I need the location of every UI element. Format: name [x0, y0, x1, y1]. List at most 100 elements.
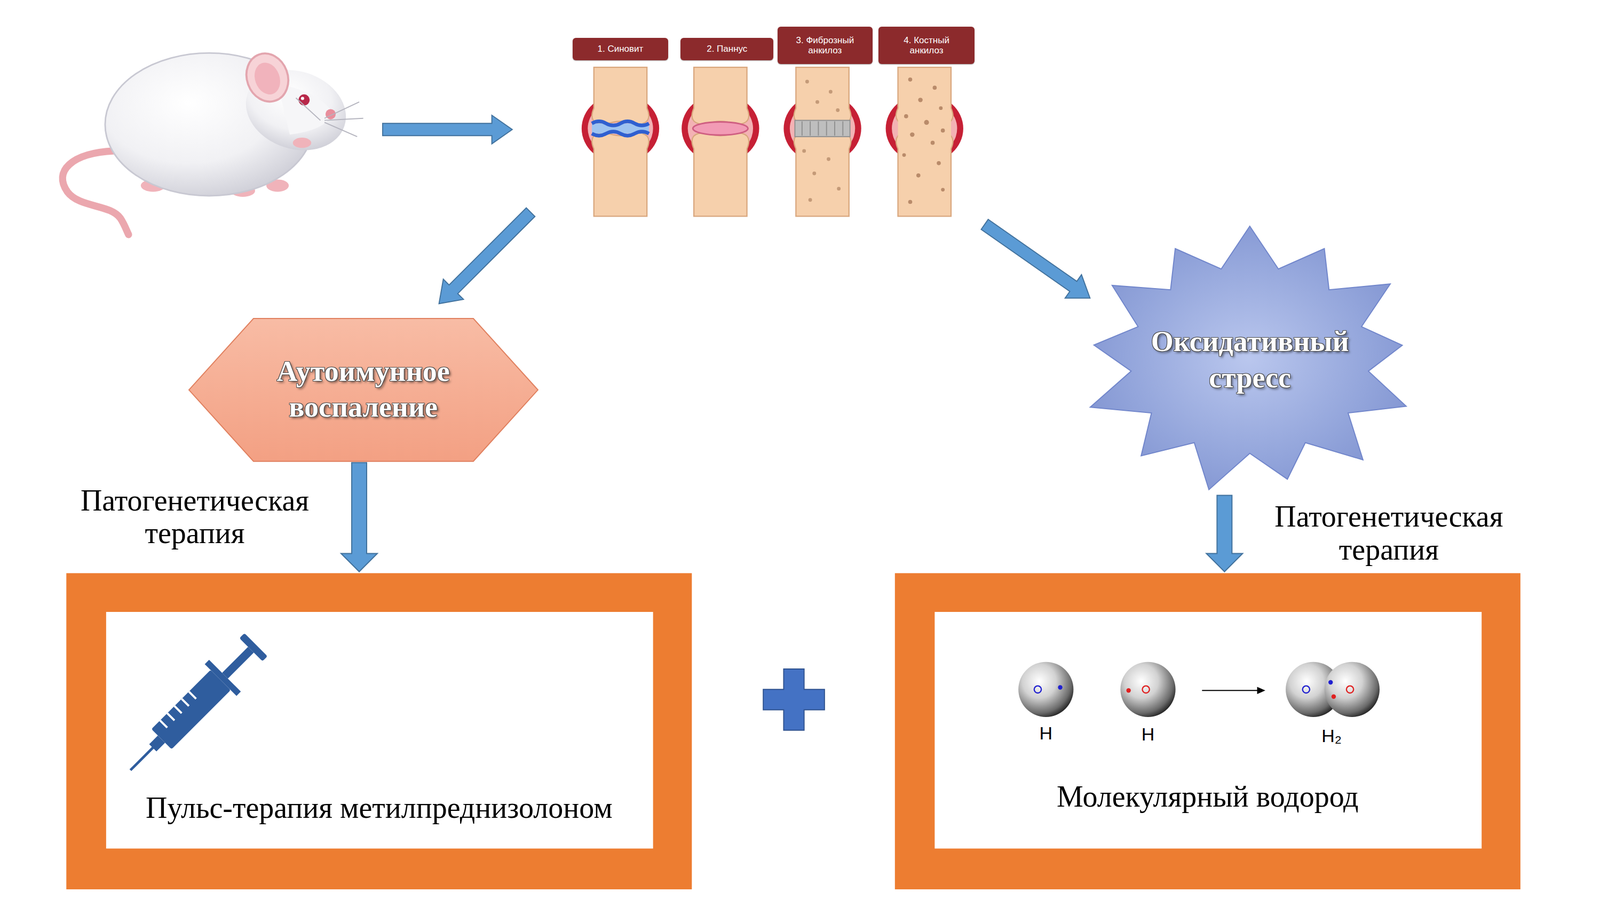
rat-illustration: [239, 47, 295, 108]
flow-arrow: [429, 202, 542, 315]
flow-arrow: [976, 212, 1099, 311]
therapy-frame: [106, 612, 654, 850]
stage-tag: 4. Костный анкилоз: [878, 26, 975, 65]
joint-illustration: [940, 128, 946, 133]
joint-illustration: [812, 171, 817, 176]
joint-illustration: [938, 106, 943, 110]
flow-arrow: [382, 115, 1099, 314]
node-text: Пульс-терапия метилпреднизолоном: [145, 790, 613, 826]
block-arrow: [341, 462, 378, 572]
joint-illustration: [681, 67, 759, 217]
rat-illustration: [324, 101, 360, 119]
joint-illustration: [898, 109, 952, 147]
star-burst: Оксидативный стресс: [1079, 226, 1421, 494]
joint-illustration: [826, 157, 831, 162]
joint-illustration: [836, 186, 841, 191]
therapy-box: Молекулярный водород: [894, 573, 1521, 891]
joint-illustration: [808, 197, 813, 202]
joint-illustration: [902, 77, 946, 204]
joint-illustration: [904, 114, 909, 119]
joint-illustration: [591, 67, 649, 125]
hexagon-outline: [188, 318, 538, 462]
joint-illustration: [692, 132, 750, 217]
joint-illustration: [908, 200, 913, 205]
atom-label: H₂: [1321, 726, 1342, 747]
hexagon-outline: [188, 318, 538, 462]
hydrogen-atoms: [1126, 688, 1131, 693]
joint-illustration: [815, 100, 820, 105]
joint-illustration: [835, 108, 840, 113]
hydrogen-atoms: [1201, 690, 1258, 692]
hydrogen-atoms: [1018, 662, 1074, 718]
node-text: Оксидативный стресс: [1132, 323, 1368, 396]
joint-illustration: [802, 79, 841, 202]
hydrogen-atoms: [1034, 686, 1042, 694]
node-text: 3. Фиброзный анкилоз: [787, 35, 863, 57]
hydrogen-atoms: [1328, 680, 1333, 685]
joint-illustration: [794, 132, 852, 217]
atom-label-text: H₂: [1321, 726, 1342, 747]
therapy-box: Пульс-терапия метилпреднизолоном: [66, 573, 692, 891]
edge-label: Патогенетическая терапия: [56, 484, 334, 551]
syringe-icon: [222, 647, 254, 679]
joint-illustration: [909, 132, 915, 137]
edge-label-text: Патогенетическая терапия: [56, 484, 334, 551]
hydrogen-atoms: [1346, 686, 1354, 694]
stage-tag: 1. Синовит: [572, 37, 669, 61]
syringe-icon: [151, 670, 232, 750]
therapy-frame: [66, 573, 692, 890]
atom-label: H: [1141, 724, 1155, 745]
hydrogen-atoms: [1257, 687, 1266, 695]
syringe-icon: [160, 691, 197, 728]
joint-illustration: [917, 97, 923, 102]
joint-illustration: [802, 121, 843, 136]
star-outline: [1090, 226, 1407, 490]
stage-tag: 3. Фиброзный анкилоз: [777, 26, 873, 65]
joint-illustration: [923, 120, 929, 125]
joint-illustration: [828, 90, 833, 94]
stage-tag: 2. Паннус: [680, 37, 774, 61]
rat-illustration: [324, 118, 364, 121]
joint-illustration: [940, 187, 945, 192]
syringe-icon: [239, 633, 268, 662]
edge-label: Патогенетическая терапия: [1249, 500, 1528, 567]
joint-illustration: [783, 67, 861, 217]
joint-illustration: [930, 140, 936, 146]
therapy-frame: [66, 573, 1521, 890]
plus-sign: [763, 669, 825, 731]
joint-illustration: [902, 153, 907, 157]
joint-illustration: [802, 148, 806, 153]
joint-illustration: [581, 67, 660, 217]
node-text: Молекулярный водород: [1056, 779, 1359, 814]
therapy-frame: [894, 573, 1521, 890]
joint-illustration: [908, 77, 913, 82]
joint-illustration: [936, 161, 941, 166]
flow-arrow: [429, 202, 542, 315]
star-outline: [1079, 226, 1421, 494]
joint-illustration: [794, 120, 850, 138]
hexagon-box: Аутоимунное воспаление: [188, 318, 538, 462]
joint-illustration: [692, 67, 750, 125]
joint-illustration: [692, 121, 748, 136]
joint-illustration: [591, 121, 649, 126]
hydrogen-atoms: [1142, 686, 1150, 694]
joint-illustration: [794, 67, 852, 125]
joint-illustration: [932, 85, 938, 91]
rat-illustration: [298, 94, 310, 106]
rat-illustration: [295, 98, 321, 121]
hydrogen-atoms: [1057, 685, 1063, 690]
joint-illustration: [591, 131, 649, 137]
hydrogen-atoms: [1302, 686, 1310, 694]
rat-illustration: [62, 151, 129, 235]
joint-illustration: [591, 132, 649, 217]
hydrogen-atoms: [1331, 694, 1336, 699]
node-text: 1. Синовит: [597, 43, 644, 55]
atom-label-text: H: [1141, 724, 1155, 745]
rat-illustration: [295, 98, 363, 138]
syringe-icon: [114, 629, 273, 787]
flow-arrow: [976, 212, 1099, 311]
therapy-frame: [934, 612, 1482, 850]
joint-illustration: [885, 67, 964, 217]
joint-illustration: [805, 79, 810, 84]
